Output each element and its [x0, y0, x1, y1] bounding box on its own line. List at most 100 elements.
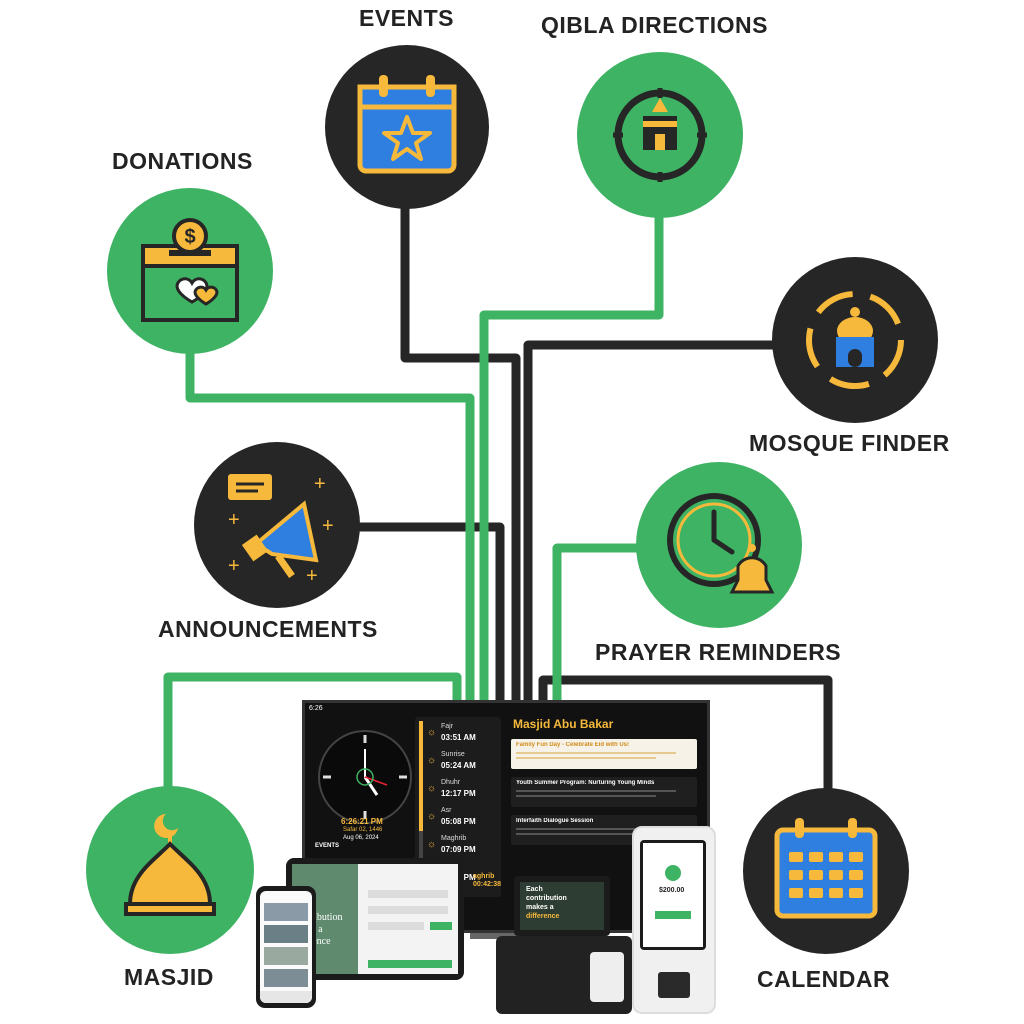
announcements-label: ANNOUNCEMENTS — [158, 616, 378, 642]
donation-box-icon: $ — [141, 218, 239, 322]
phone-device — [256, 886, 316, 1008]
tablet-form-field[interactable] — [368, 906, 448, 914]
calendar-node[interactable] — [743, 788, 909, 954]
events-node[interactable] — [325, 45, 489, 209]
tv-corner-time: 6:26 — [309, 705, 323, 712]
sun-icon: ☼ — [427, 755, 437, 766]
prayer-row: ☼ Sunrise 05:24 AM — [427, 751, 499, 779]
svg-text:$: $ — [184, 226, 195, 248]
qibla-node[interactable] — [577, 52, 743, 218]
phone-card[interactable] — [264, 925, 308, 943]
wire-events — [400, 205, 521, 700]
wire-calendar — [538, 675, 833, 790]
mosque-finder-node[interactable] — [772, 257, 938, 423]
calendar-star-icon — [357, 75, 457, 174]
prayer-name: Maghrib — [441, 835, 467, 842]
donations-node[interactable]: $ — [107, 188, 273, 354]
prayer-time: 05:24 AM — [441, 761, 476, 770]
sun-icon: ☼ — [427, 783, 437, 794]
phone-tab-bar[interactable] — [260, 991, 312, 1003]
next-prayer-countdown: 00:42:38 — [473, 881, 502, 888]
next-prayer-name: aghrib — [473, 873, 495, 880]
prayer-reminders-node[interactable] — [636, 462, 802, 628]
tv-hijri-date: Safar 02, 1446 — [343, 827, 383, 833]
qibla-label: QIBLA DIRECTIONS — [541, 12, 768, 38]
announcement-body-line — [516, 833, 656, 835]
events-label: EVENTS — [359, 5, 455, 31]
prayer-name: Dhuhr — [441, 779, 461, 786]
tablet-donate-button[interactable] — [430, 922, 452, 930]
svg-text:+: + — [306, 565, 318, 587]
megaphone-icon: + + + + + — [228, 473, 334, 587]
svg-text:+: + — [228, 555, 240, 577]
mosque-location-icon — [806, 291, 904, 389]
donations-label: DONATIONS — [112, 148, 253, 174]
prayer-time: 03:51 AM — [441, 733, 476, 742]
prayer-name: Asr — [441, 807, 452, 814]
wire-donations — [185, 345, 475, 700]
announcement-body-line — [516, 757, 656, 759]
pos-screen: Each contribution makes a difference — [514, 876, 610, 936]
announcement-card[interactable]: Youth Summer Program: Nurturing Young Mi… — [511, 777, 697, 807]
wire-prayer-reminders — [552, 543, 650, 700]
announcement-title: Youth Summer Program: Nurturing Young Mi… — [516, 780, 655, 786]
pos-display: Each contribution makes a difference — [520, 882, 604, 930]
prayer-time: 05:08 PM — [441, 817, 476, 826]
kiosk-confirm-button[interactable] — [655, 911, 691, 919]
tablet-screen: very ontribution akes a fference — [292, 864, 458, 974]
tv-masjid-title: Masjid Abu Bakar — [513, 717, 614, 731]
kiosk-amount: $200.00 — [659, 887, 685, 894]
tablet-submit-button[interactable] — [368, 960, 452, 968]
wire-masjid — [163, 672, 462, 795]
prayer-progress-fill — [419, 721, 423, 831]
prayer-name: Fajr — [441, 723, 454, 730]
announcements-node[interactable]: + + + + + — [194, 442, 360, 608]
phone-screen — [260, 891, 312, 1003]
pos-text-1: Each — [526, 886, 543, 893]
phone-card[interactable] — [264, 969, 308, 987]
wire-announcements — [355, 522, 505, 700]
tablet-form-field[interactable] — [368, 922, 424, 930]
announcement-card[interactable]: Family Fun Day - Celebrate Eid with Us! — [511, 739, 697, 769]
tv-clock-time: 6:26:21 PM — [341, 817, 383, 826]
phone-card[interactable] — [264, 947, 308, 965]
wire-qibla — [479, 215, 664, 700]
prayer-progress-bar — [419, 721, 423, 893]
prayer-time: 07:09 PM — [441, 845, 476, 854]
calendar-grid-icon — [774, 818, 878, 919]
pos-terminal: Each contribution makes a difference — [496, 876, 632, 1016]
announcement-title: Family Fun Day - Celebrate Eid with Us! — [516, 742, 630, 748]
prayer-row: ☼ Dhuhr 12:17 PM — [427, 779, 499, 807]
tv-greg-date: Aug 06, 2024 — [343, 835, 379, 841]
kaaba-compass-icon — [613, 88, 707, 182]
kiosk-device: $200.00 — [632, 826, 716, 1016]
tv-events-label: EVENTS — [315, 843, 340, 849]
tv-display: 6:26 6:26:21 PM Safar 02, 1446 Aug 06, 2… — [302, 700, 710, 933]
card-reader[interactable] — [590, 952, 624, 1002]
announcement-body-line — [516, 790, 676, 792]
mosque-dome-icon — [124, 814, 216, 916]
svg-text:+: + — [322, 515, 334, 537]
svg-text:+: + — [314, 473, 326, 495]
kiosk-display: $200.00 — [643, 843, 703, 947]
tablet-slogan-2: ontribution — [298, 912, 343, 923]
pos-text-3: makes a — [526, 904, 554, 911]
masjid-label: MASJID — [124, 964, 214, 990]
announcement-body-line — [516, 795, 656, 797]
phone-card[interactable] — [264, 903, 308, 921]
svg-text:+: + — [228, 509, 240, 531]
calendar-label: CALENDAR — [757, 966, 891, 992]
announcement-body-line — [516, 752, 676, 754]
analog-clock-icon — [318, 730, 412, 824]
mosque-finder-label: MOSQUE FINDER — [749, 430, 950, 456]
sun-icon: ☼ — [427, 839, 437, 850]
masjid-node[interactable] — [86, 786, 254, 954]
prayer-row: ☼ Maghrib 07:09 PM — [427, 835, 499, 863]
tablet-form-field[interactable] — [368, 890, 448, 898]
prayer-time: 12:17 PM — [441, 789, 476, 798]
prayer-name: Sunrise — [441, 751, 465, 758]
